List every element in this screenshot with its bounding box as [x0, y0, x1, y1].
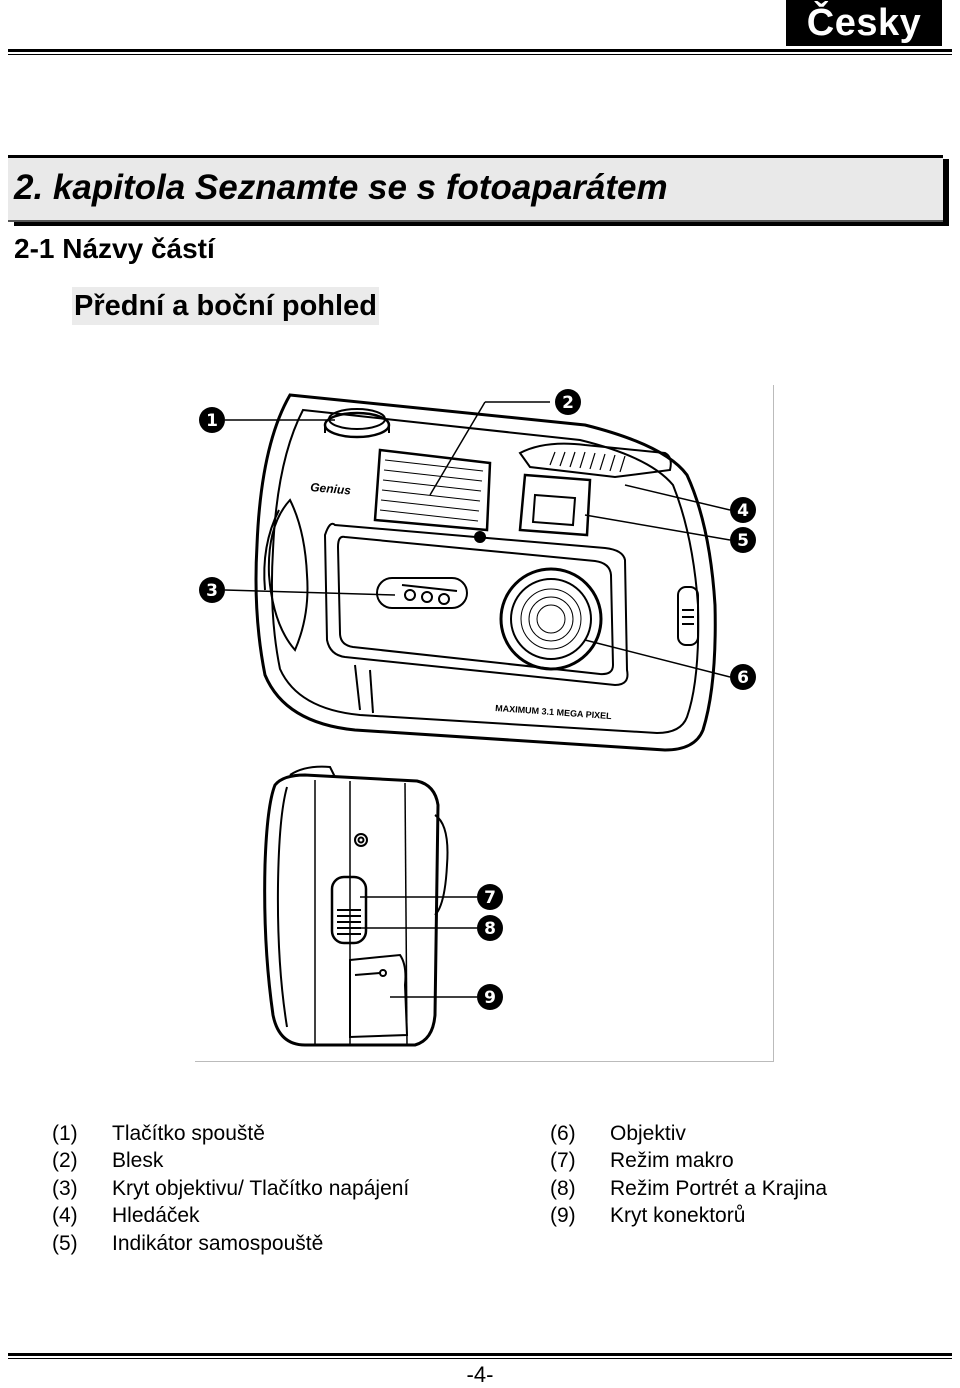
callout-leaders [224, 401, 731, 998]
callout-6: 6 [730, 664, 756, 690]
header-rule [8, 49, 952, 52]
camera-illustration: Genius MAXIMUM 3.1 MEGA PIXEL [224, 393, 731, 1047]
legend-number: (6) [550, 1121, 576, 1145]
legend-item: (7) Režim makro [550, 1148, 827, 1176]
legend-label: Objektiv [610, 1121, 686, 1145]
chapter-heading-bar: 2. kapitola Seznamte se s fotoaparátem [8, 155, 943, 222]
camera-front-view: Genius MAXIMUM 3.1 MEGA PIXEL [254, 393, 717, 752]
legend-label: Kryt konektorů [610, 1204, 746, 1228]
figure-frame [195, 385, 774, 1062]
callout-4: 4 [730, 497, 756, 523]
callout-4-text: 4 [737, 501, 749, 521]
callout-8: 8 [477, 915, 503, 941]
callout-2-text: 2 [562, 393, 574, 413]
legend-item: (1) Tlačítko spouště [52, 1120, 409, 1148]
legend-left-column: (1) Tlačítko spouště (2) Blesk (3) Kryt obj… [52, 1120, 409, 1258]
footer-rule-thin [8, 1358, 952, 1359]
legend-item: (3) Kryt objektivu/ Tlačítko napájení [52, 1175, 409, 1203]
legend-item: (5) Indikátor samospouště [52, 1230, 409, 1258]
callout-7-text: 7 [484, 888, 496, 908]
legend-label: Režim makro [610, 1149, 734, 1173]
footer-rule [8, 1353, 952, 1356]
callout-9: 9 [477, 984, 503, 1010]
callout-9-text: 9 [484, 988, 496, 1008]
legend-label: Kryt objektivu/ Tlačítko napájení [112, 1176, 410, 1200]
callout-2: 2 [555, 389, 581, 415]
callout-1-text: 1 [206, 411, 218, 431]
camera-diagram: Genius MAXIMUM 3.1 MEGA PIXEL [195, 385, 780, 1065]
legend-label: Blesk [112, 1149, 164, 1173]
camera-side-view [263, 765, 449, 1047]
legend-item: (2) Blesk [52, 1148, 409, 1176]
callout-1: 1 [199, 407, 225, 433]
callout-5: 5 [730, 527, 756, 553]
legend-item: (6) Objektiv [550, 1120, 827, 1148]
legend-number: (5) [52, 1231, 78, 1255]
legend-label: Režim Portrét a Krajina [610, 1176, 828, 1200]
legend-number: (8) [550, 1176, 576, 1200]
callout-7: 7 [477, 884, 503, 910]
section-title: 2-1 Názvy částí [14, 233, 215, 264]
legend-right-column: (6) Objektiv (7) Režim makro (8) Režim Port… [550, 1120, 827, 1230]
legend-item: (9) Kryt konektorů [550, 1203, 827, 1231]
callout-3-text: 3 [206, 581, 218, 601]
callout-5-text: 5 [737, 531, 749, 551]
page-number: -4- [466, 1362, 494, 1387]
subsection-title: Přední a boční pohled [72, 287, 379, 325]
camera-brand-text: Genius [310, 480, 352, 498]
legend-label: Tlačítko spouště [112, 1121, 265, 1145]
callout-8-text: 8 [484, 919, 496, 939]
chapter-title: 2. kapitola Seznamte se s fotoaparátem [14, 168, 668, 207]
legend-number: (9) [550, 1204, 576, 1228]
language-badge: Česky [786, 0, 942, 46]
legend-label: Indikátor samospouště [112, 1231, 324, 1255]
callout-3: 3 [199, 577, 225, 603]
header-rule-thin [8, 54, 952, 55]
legend-number: (2) [52, 1149, 78, 1173]
callout-markers: 1 2 3 4 5 6 7 8 9 [199, 389, 756, 1010]
legend-label: Hledáček [112, 1204, 200, 1228]
legend-number: (3) [52, 1176, 78, 1200]
legend-item: (8) Režim Portrét a Krajina [550, 1175, 827, 1203]
legend-item: (4) Hledáček [52, 1203, 409, 1231]
legend-number: (1) [52, 1121, 78, 1145]
callout-6-text: 6 [737, 668, 749, 688]
legend-number: (4) [52, 1204, 78, 1228]
legend-number: (7) [550, 1149, 576, 1173]
